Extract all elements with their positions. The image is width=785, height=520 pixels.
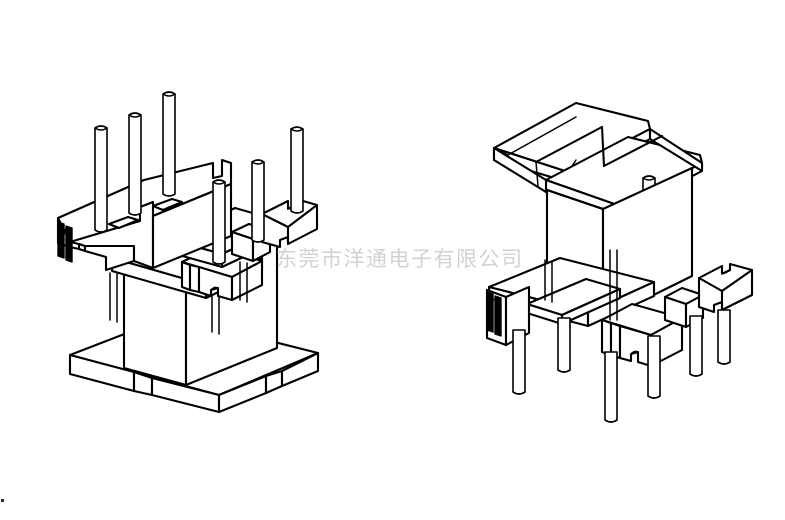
registration-dot <box>1 499 4 502</box>
pin <box>689 315 703 377</box>
pin <box>128 112 142 216</box>
right-terminal-pins <box>512 309 731 423</box>
pin <box>604 351 618 423</box>
pin <box>290 126 304 214</box>
left-lower-pin-stubs <box>109 261 248 335</box>
right-left-terminal-block <box>485 285 531 347</box>
pin <box>512 329 526 395</box>
pin <box>557 317 571 373</box>
left-terminal-pins <box>94 91 304 265</box>
right-outer-terminal-block <box>697 262 754 314</box>
pin <box>212 179 226 265</box>
figure-right-bobbin <box>485 101 754 423</box>
pin <box>251 159 265 243</box>
figure-left-bobbin <box>56 91 320 414</box>
pin <box>717 309 731 365</box>
pin <box>94 125 108 233</box>
right-upper-pin-stubs <box>544 249 618 321</box>
pin <box>162 91 176 197</box>
left-pin-header-tabs <box>107 197 184 230</box>
pin <box>647 335 661 399</box>
